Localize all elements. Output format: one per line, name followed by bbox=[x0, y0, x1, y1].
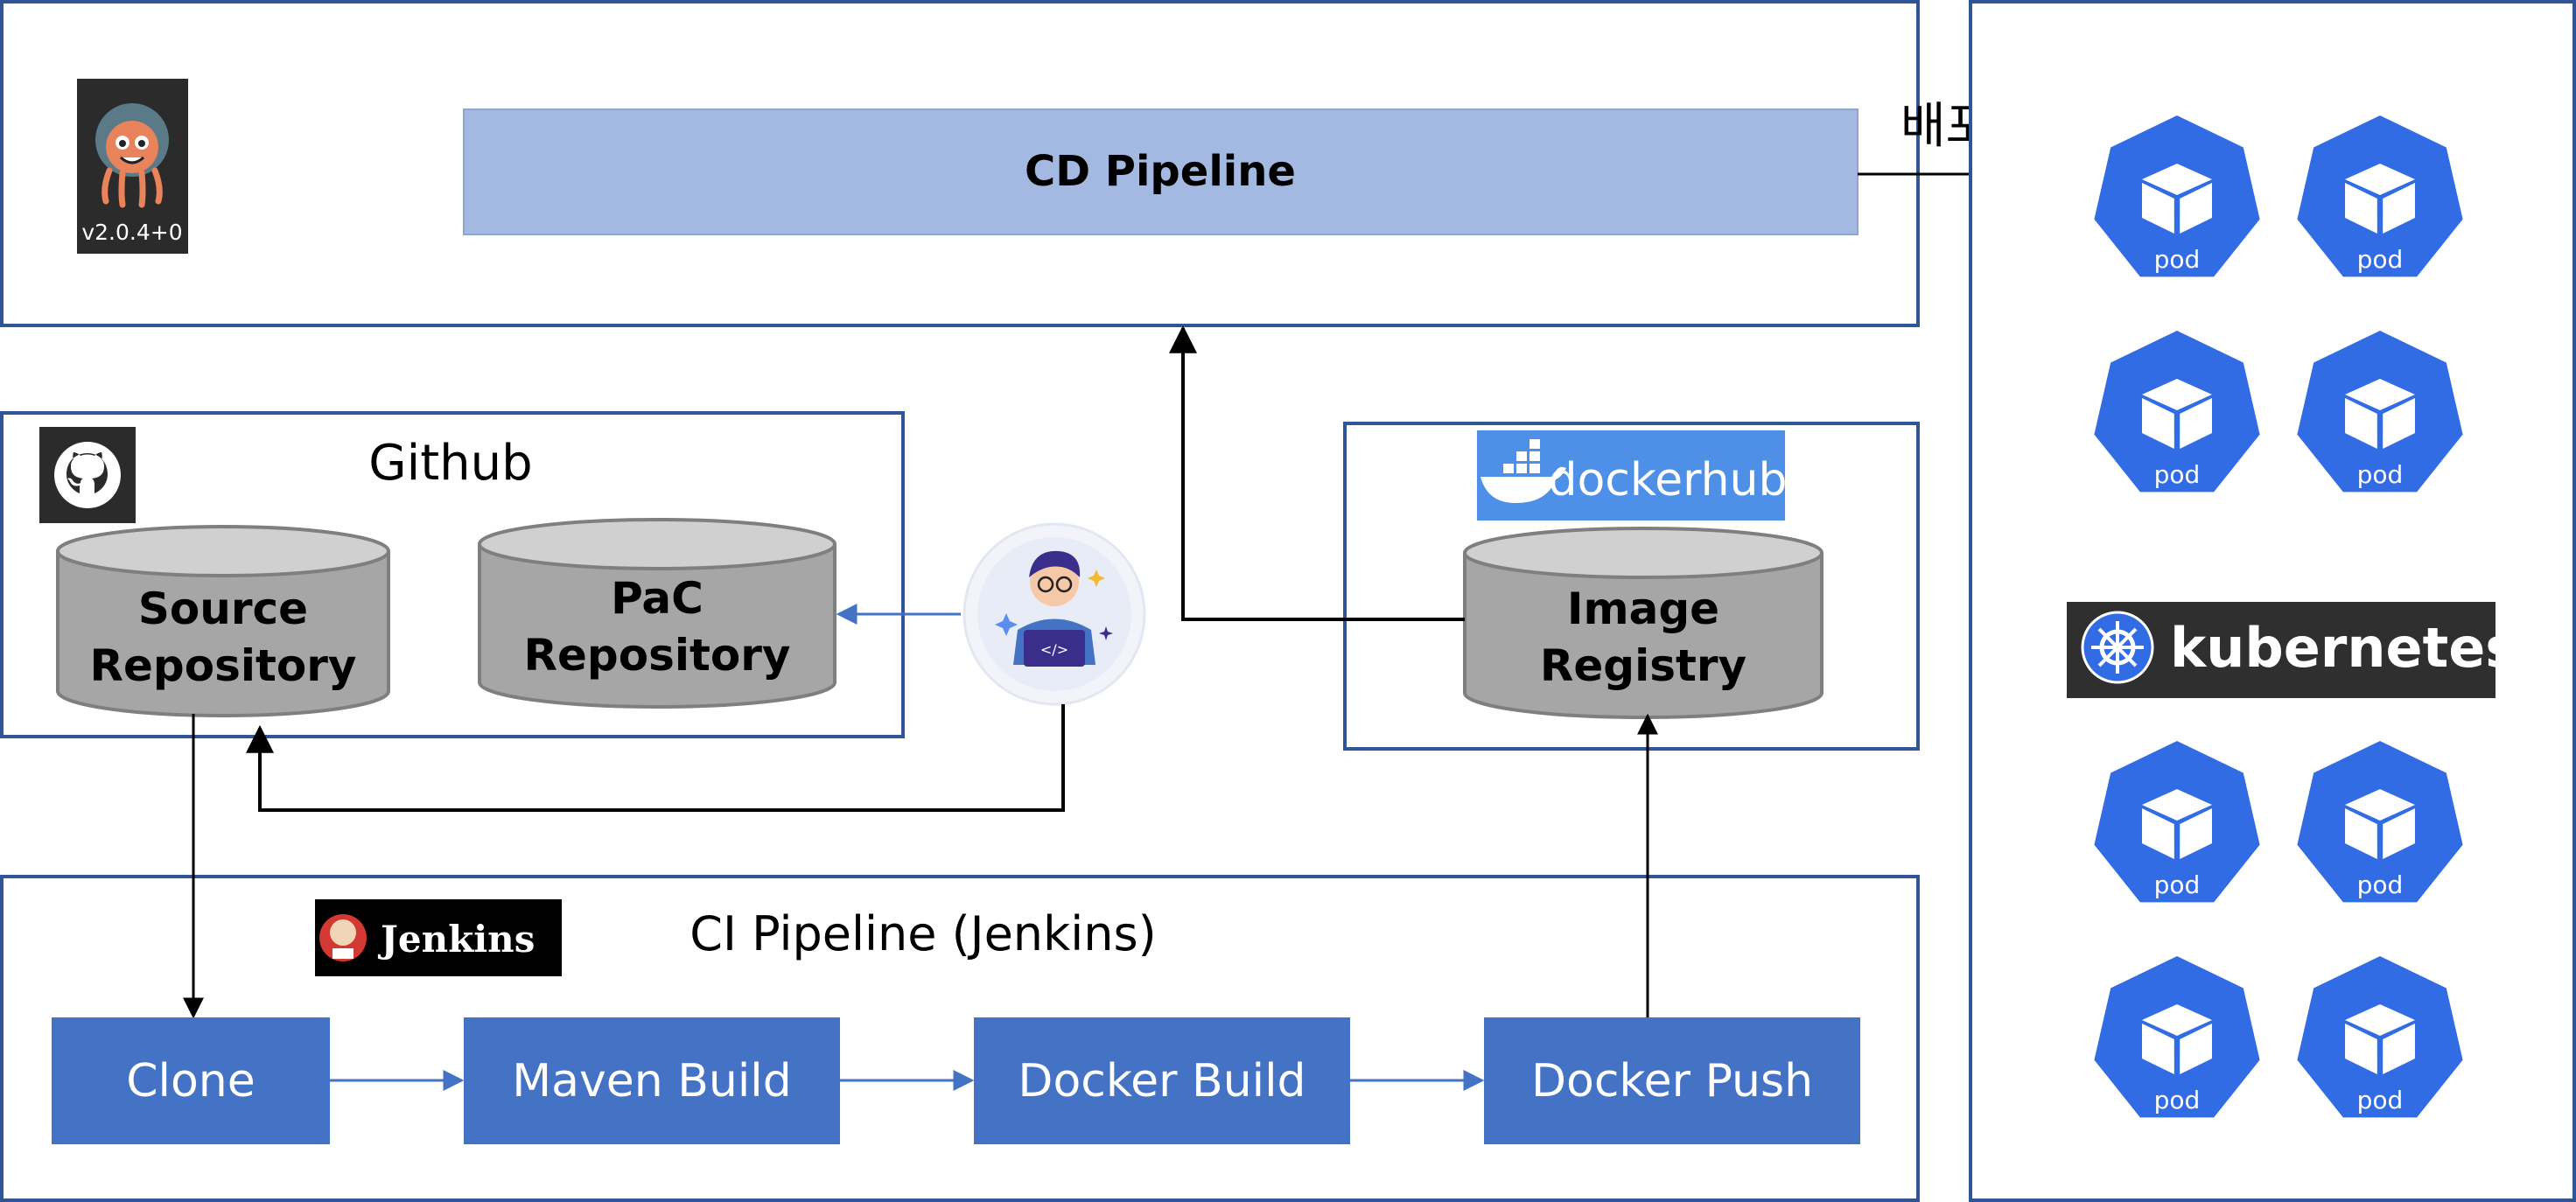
step-maven-build-label: Maven Build bbox=[512, 1055, 792, 1108]
step-docker-build-label: Docker Build bbox=[1018, 1055, 1306, 1108]
ci-pipeline-title: CI Pipeline (Jenkins) bbox=[690, 906, 1156, 961]
pod[interactable]: pod bbox=[2297, 331, 2463, 493]
cube-icon bbox=[2142, 379, 2212, 449]
image-registry-line2: Registry bbox=[1540, 640, 1746, 691]
k8s-cluster-frame bbox=[1969, 0, 2576, 1202]
kubernetes-wordmark: kubernetes bbox=[2170, 616, 2517, 680]
cube-icon bbox=[2142, 789, 2212, 859]
pod-label: pod bbox=[2154, 870, 2201, 899]
pac-repo-line1: PaC bbox=[611, 573, 704, 624]
pod[interactable]: pod bbox=[2094, 956, 2260, 1118]
svg-text:</>: </> bbox=[1040, 641, 1068, 658]
github-logo bbox=[39, 427, 136, 523]
step-clone[interactable]: Clone bbox=[52, 1017, 330, 1144]
pod-label: pod bbox=[2357, 870, 2404, 899]
cd-pipeline-label: CD Pipeline bbox=[1025, 147, 1296, 196]
avatar-to-source-arrow bbox=[246, 704, 1065, 812]
step-maven-build[interactable]: Maven Build bbox=[464, 1017, 840, 1144]
pod[interactable]: pod bbox=[2297, 741, 2463, 903]
pods-group: pod pod pod pod pod pod pod pod bbox=[2094, 115, 2463, 1118]
jenkins-logo: Jenkins bbox=[315, 899, 562, 976]
image-registry[interactable]: Image Registry bbox=[1463, 527, 1824, 719]
pod-label: pod bbox=[2154, 1086, 2201, 1115]
cube-icon bbox=[2142, 164, 2212, 234]
source-repo-line1: Source bbox=[138, 584, 308, 634]
pod-label: pod bbox=[2154, 460, 2201, 489]
pod[interactable]: pod bbox=[2297, 115, 2463, 277]
source-repository[interactable]: Source Repository bbox=[56, 525, 390, 717]
pod-label: pod bbox=[2357, 245, 2404, 274]
cube-icon bbox=[2345, 164, 2415, 234]
image-registry-line1: Image bbox=[1567, 584, 1719, 634]
github-title: Github bbox=[368, 435, 532, 492]
step-clone-label: Clone bbox=[126, 1055, 256, 1108]
argocd-logo: v2.0.4+0 bbox=[77, 79, 188, 254]
github-icon bbox=[54, 442, 121, 508]
cube-icon bbox=[2345, 789, 2415, 859]
pod[interactable]: pod bbox=[2094, 741, 2260, 903]
pac-repository[interactable]: PaC Repository bbox=[478, 518, 836, 709]
pod-label: pod bbox=[2357, 460, 2404, 489]
step-docker-build[interactable]: Docker Build bbox=[974, 1017, 1350, 1144]
developer-avatar: </> bbox=[962, 522, 1146, 706]
step-docker-push-label: Docker Push bbox=[1531, 1055, 1813, 1108]
registry-to-cd-arrow bbox=[1169, 325, 1465, 621]
cd-pipeline-bar bbox=[463, 108, 1858, 235]
step-docker-push[interactable]: Docker Push bbox=[1484, 1017, 1860, 1144]
dockerhub-wordmark: dockerhub bbox=[1548, 454, 1787, 507]
jenkins-wordmark: Jenkins bbox=[377, 918, 535, 961]
source-repo-line2: Repository bbox=[90, 640, 357, 691]
pac-repo-line2: Repository bbox=[524, 630, 791, 681]
pod[interactable]: pod bbox=[2094, 115, 2260, 277]
pod-label: pod bbox=[2357, 1086, 2404, 1115]
pod[interactable]: pod bbox=[2297, 956, 2463, 1118]
dockerhub-logo: dockerhub bbox=[1477, 430, 1788, 521]
docker-whale-icon bbox=[1480, 439, 1566, 503]
cube-icon bbox=[2345, 379, 2415, 449]
kubernetes-logo: kubernetes bbox=[2067, 602, 2517, 698]
cube-icon bbox=[2345, 1004, 2415, 1074]
argocd-version: v2.0.4+0 bbox=[81, 220, 182, 245]
cube-icon bbox=[2142, 1004, 2212, 1074]
pod-label: pod bbox=[2154, 245, 2201, 274]
pod[interactable]: pod bbox=[2094, 331, 2260, 493]
